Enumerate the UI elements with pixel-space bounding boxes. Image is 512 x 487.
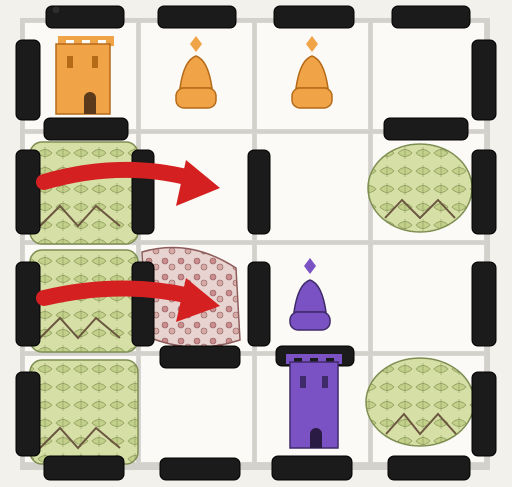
move-arrow bbox=[44, 278, 220, 322]
move-arrow bbox=[44, 160, 220, 206]
